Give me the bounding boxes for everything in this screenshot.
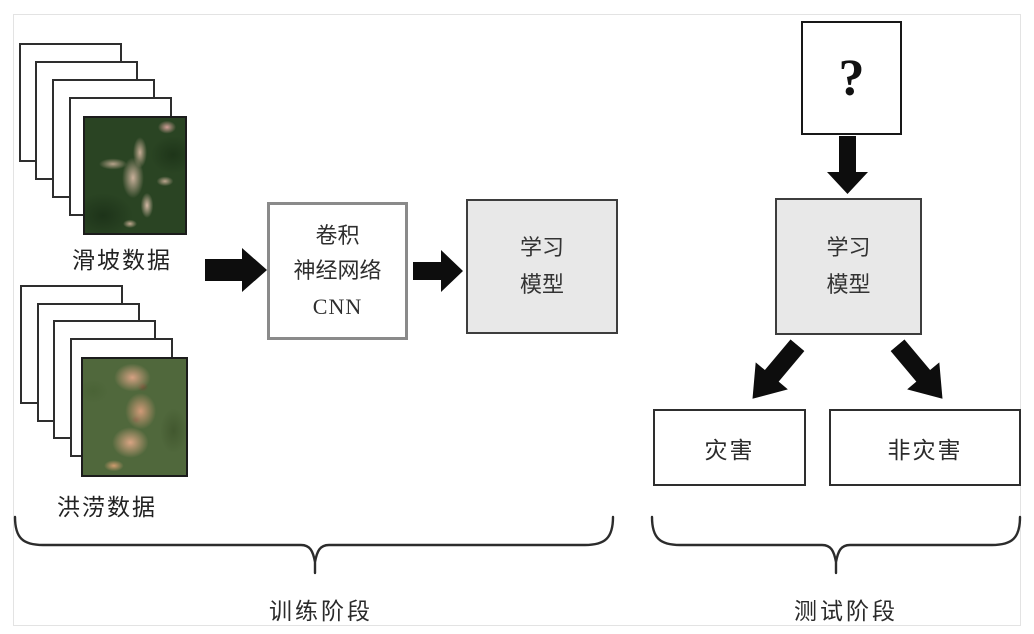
learned-model-box-test: 学习 模型 [775,198,922,335]
landslide-image [83,116,187,235]
flood-caption: 洪涝数据 [57,494,157,520]
training-phase-label: 训练阶段 [269,598,373,624]
landslide-caption: 滑坡数据 [72,247,172,273]
query-sample-box: ? [801,21,902,135]
cnn-box: 卷积 神经网络 CNN [267,202,408,340]
test-brace-icon [650,515,1022,575]
figure-border [13,14,1021,626]
disaster-box: 灾害 [653,409,806,486]
model-line: 学习 [826,235,871,261]
test-phase-label: 测试阶段 [794,598,898,624]
non-disaster-box: 非灾害 [829,409,1021,486]
model-line: 模型 [826,271,871,297]
model-line: 学习 [519,235,564,261]
cnn-line: CNN [312,293,363,319]
training-brace-icon [13,515,615,575]
arrow-down-icon [827,136,868,194]
arrow-right-icon [413,250,463,292]
cnn-line: 神经网络 [293,258,382,284]
model-line: 模型 [519,271,564,297]
flood-image [81,357,188,477]
cnn-line: 卷积 [315,223,360,249]
arrow-down-right-icon [890,339,943,399]
arrow-right-icon [205,248,267,292]
learned-model-box-training: 学习 模型 [466,199,618,334]
arrow-down-left-icon [752,339,805,399]
question-mark: ? [838,49,865,107]
